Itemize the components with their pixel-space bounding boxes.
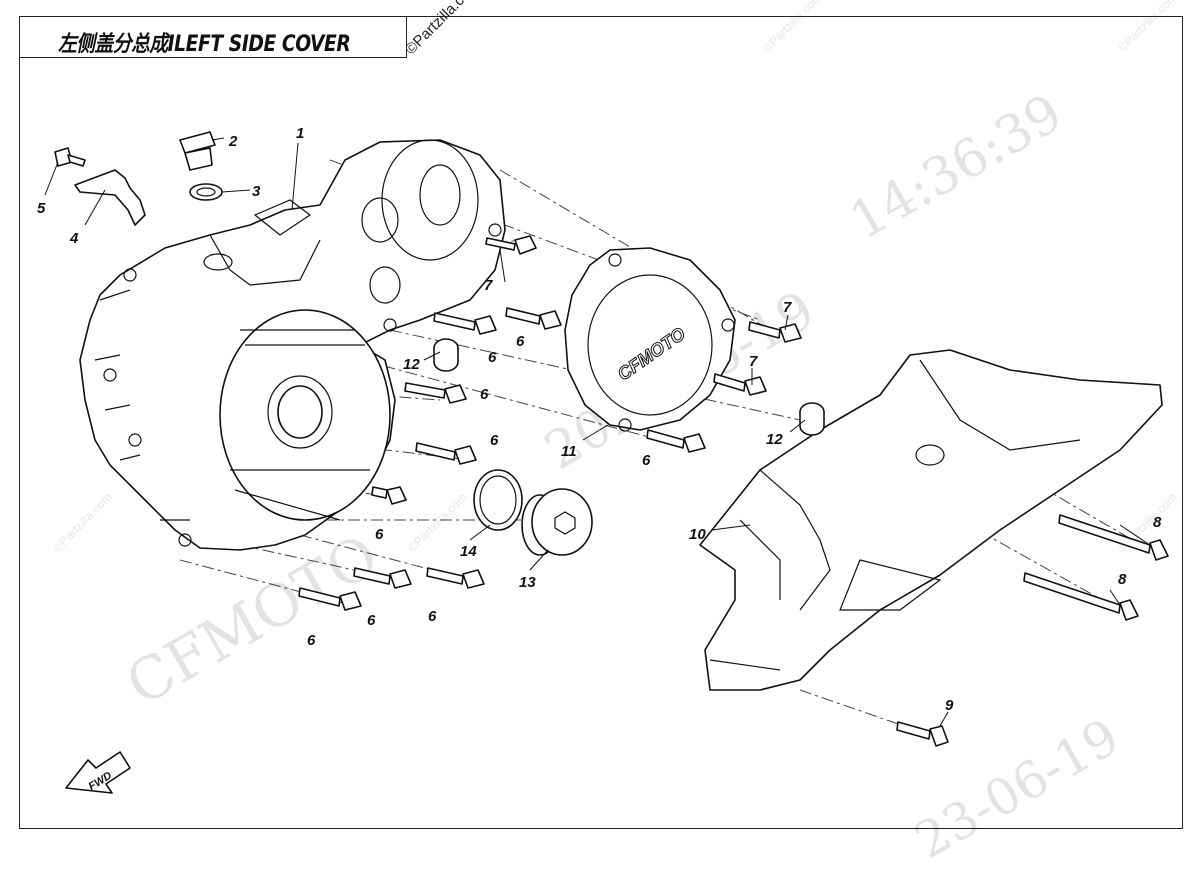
bolt-6-e xyxy=(371,486,407,505)
bolt-6-i xyxy=(646,429,706,453)
callout-6-a: 6 xyxy=(488,349,497,366)
callout-1: 1 xyxy=(296,125,304,142)
callout-2: 2 xyxy=(228,133,238,150)
o-ring-part-14 xyxy=(473,469,523,531)
bolt-6-f xyxy=(353,567,412,589)
forward-direction-arrow: FWD xyxy=(65,751,131,794)
callout-11: 11 xyxy=(561,443,577,460)
callout-9: 9 xyxy=(945,697,954,714)
callout-7-c: 7 xyxy=(749,353,758,370)
dowel-pin-part-12-a xyxy=(433,338,459,372)
callout-6-f: 6 xyxy=(307,632,316,649)
bolt-6-g xyxy=(426,567,485,589)
callout-6-b: 6 xyxy=(516,333,525,350)
callout-13: 13 xyxy=(519,574,536,591)
callout-6-c: 6 xyxy=(480,386,489,403)
oil-plug-part-2 xyxy=(179,131,216,171)
bolt-6-h xyxy=(298,587,362,611)
left-side-cover-part-1 xyxy=(79,139,506,551)
bolt-6-c xyxy=(404,382,467,404)
callout-7-b: 7 xyxy=(783,299,792,316)
exploded-parts-diagram: CFMOTO xyxy=(37,125,1169,794)
callout-6-h: 6 xyxy=(428,608,437,625)
callout-14: 14 xyxy=(460,543,477,560)
title-block xyxy=(19,16,407,58)
callout-6-e: 6 xyxy=(375,526,384,543)
callout-4: 4 xyxy=(69,230,79,247)
bolt-8-b xyxy=(1023,572,1139,621)
sprocket-cover-part-10 xyxy=(699,349,1163,691)
bolt-6-d xyxy=(415,442,477,465)
callout-5: 5 xyxy=(37,200,46,217)
callout-labels: 1 2 3 4 5 6 6 6 6 6 6 6 6 6 7 7 7 8 8 9 … xyxy=(37,125,1162,714)
inspection-cover-part-11: CFMOTO xyxy=(564,247,736,432)
bolt-8-a xyxy=(1058,514,1169,561)
callout-8-a: 8 xyxy=(1153,514,1162,531)
bolt-7-a xyxy=(485,235,537,255)
drawing-frame xyxy=(19,16,1183,829)
bolt-9 xyxy=(896,721,949,747)
callout-10: 10 xyxy=(689,526,706,543)
bolt-6-b xyxy=(505,307,562,330)
bolt-7-b xyxy=(748,321,802,343)
dowel-pin-part-12-b xyxy=(799,402,825,436)
bracket-part-4 xyxy=(74,169,146,226)
plug-cap-part-13 xyxy=(521,488,593,556)
leader-lines xyxy=(44,137,1151,727)
callout-6-i: 6 xyxy=(642,452,651,469)
callout-6-g: 6 xyxy=(367,612,376,629)
callout-8-b: 8 xyxy=(1118,571,1127,588)
bolt-7-c xyxy=(713,373,767,396)
bolt-6-a xyxy=(433,312,497,335)
callout-12-a: 12 xyxy=(403,356,420,373)
callout-12-b: 12 xyxy=(766,431,783,448)
callout-3: 3 xyxy=(252,183,261,200)
callout-7-a: 7 xyxy=(484,277,493,294)
callout-6-d: 6 xyxy=(490,432,499,449)
washer-part-3 xyxy=(189,183,223,201)
page-title: 左侧盖分总成ILEFT SIDE COVER xyxy=(58,32,351,57)
bolt-part-5 xyxy=(54,147,86,167)
